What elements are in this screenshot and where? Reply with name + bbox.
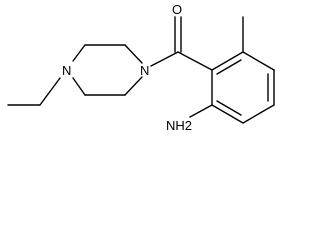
piperazine-n-acyl-label: N — [140, 63, 149, 78]
ring-bond-4 — [242, 104, 275, 124]
oxygen-label: O — [172, 2, 182, 17]
pip-bond-6 — [124, 76, 143, 96]
pip-bond-1 — [124, 44, 143, 64]
ring-bond-1 — [211, 51, 244, 71]
pip-bond-4 — [72, 77, 86, 96]
amine-bond — [189, 104, 213, 118]
ring-bond-2 — [242, 51, 275, 71]
piperazine-n-ethyl-label: N — [62, 63, 71, 78]
ring-double-bond-a — [216, 59, 242, 75]
ring-bond-5 — [211, 104, 244, 124]
amine-label: NH2 — [166, 118, 192, 133]
carbonyl-to-ring-bond — [177, 51, 213, 71]
pip-bond-3 — [72, 44, 86, 62]
structure-diagram: O N N NH2 — [7, 2, 275, 133]
ethyl-bond-1 — [39, 77, 61, 106]
piperazine-ring — [72, 44, 143, 96]
ring-double-bond-c — [216, 100, 242, 116]
benzene-ring — [211, 51, 275, 124]
carbonyl-to-n-bond — [150, 51, 179, 67]
